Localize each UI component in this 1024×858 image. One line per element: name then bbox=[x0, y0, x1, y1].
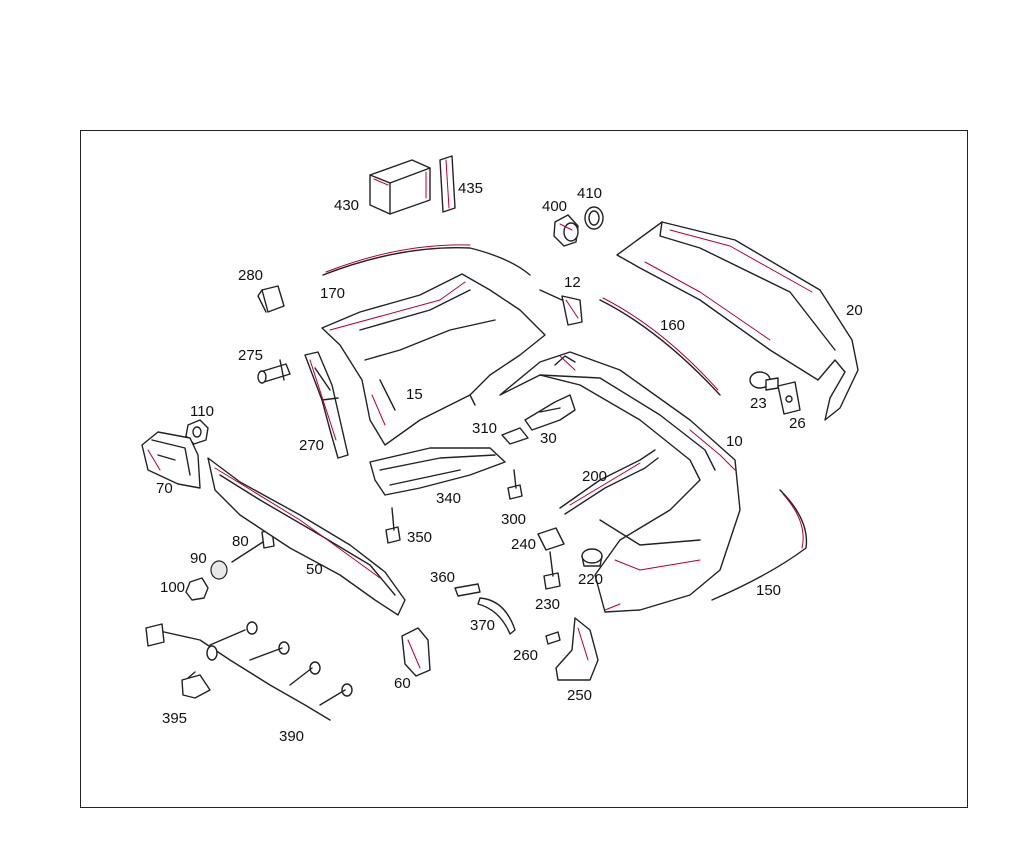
part-label-100: 100 bbox=[160, 579, 186, 596]
part-310-clip bbox=[501, 427, 529, 445]
part-label-400: 400 bbox=[542, 198, 568, 215]
part-label-350: 350 bbox=[407, 529, 433, 546]
part-label-310: 310 bbox=[472, 420, 498, 437]
part-70-mount-bracket bbox=[141, 431, 201, 489]
part-label-23: 23 bbox=[750, 395, 767, 412]
part-label-410: 410 bbox=[577, 185, 603, 202]
part-label-30: 30 bbox=[540, 430, 557, 447]
part-label-150: 150 bbox=[756, 582, 782, 599]
part-label-360: 360 bbox=[430, 569, 456, 586]
part-400-sensor bbox=[553, 214, 579, 247]
part-label-435: 435 bbox=[458, 180, 484, 197]
part-label-395: 395 bbox=[162, 710, 188, 727]
part-260-pin bbox=[545, 631, 561, 645]
part-250-flap bbox=[555, 617, 599, 681]
part-300-screw bbox=[507, 469, 523, 500]
part-340-tray bbox=[369, 447, 506, 496]
part-360-pad bbox=[454, 583, 481, 597]
part-395-connector bbox=[181, 671, 211, 699]
part-10-bumper-cover bbox=[499, 351, 741, 613]
part-label-280: 280 bbox=[238, 267, 264, 284]
part-label-12: 12 bbox=[564, 274, 581, 291]
part-230-screw bbox=[543, 551, 561, 590]
part-label-50: 50 bbox=[306, 561, 323, 578]
part-label-370: 370 bbox=[470, 617, 496, 634]
part-23-nut bbox=[749, 371, 779, 391]
part-label-110: 110 bbox=[190, 403, 214, 420]
part-label-230: 230 bbox=[535, 596, 561, 613]
part-label-160: 160 bbox=[660, 317, 686, 334]
part-270-bracket bbox=[304, 351, 349, 459]
part-280-clip bbox=[257, 285, 285, 313]
diagram-frame bbox=[80, 130, 968, 808]
part-410-ring bbox=[584, 206, 604, 230]
part-label-275: 275 bbox=[238, 347, 264, 364]
part-label-10: 10 bbox=[726, 433, 743, 450]
part-26-clip bbox=[777, 381, 801, 415]
part-label-260: 260 bbox=[513, 647, 539, 664]
part-label-220: 220 bbox=[578, 571, 604, 588]
part-20-diffuser bbox=[616, 221, 859, 421]
part-150-strip bbox=[711, 489, 808, 601]
part-label-270: 270 bbox=[299, 437, 325, 454]
part-label-80: 80 bbox=[232, 533, 249, 550]
part-label-15: 15 bbox=[406, 386, 423, 403]
part-label-430: 430 bbox=[334, 197, 360, 214]
part-110-nut bbox=[185, 419, 209, 445]
part-label-170: 170 bbox=[320, 285, 346, 302]
part-90-washer bbox=[210, 560, 228, 580]
part-200-strip bbox=[559, 449, 659, 515]
part-label-250: 250 bbox=[567, 687, 593, 704]
part-100-nut bbox=[185, 577, 209, 601]
part-label-70: 70 bbox=[156, 480, 173, 497]
part-15-inner-frame bbox=[321, 273, 546, 446]
part-170-trim-strip bbox=[322, 244, 531, 276]
part-label-240: 240 bbox=[511, 536, 537, 553]
part-220-nut bbox=[581, 548, 603, 567]
part-390-wiring-harness bbox=[145, 621, 353, 721]
part-435-strip bbox=[439, 155, 456, 213]
part-label-90: 90 bbox=[190, 550, 207, 567]
part-60-bracket bbox=[401, 627, 431, 677]
part-label-340: 340 bbox=[436, 490, 462, 507]
part-label-26: 26 bbox=[789, 415, 806, 432]
part-350-screw bbox=[385, 507, 401, 544]
part-160-strip bbox=[599, 297, 721, 396]
part-50-reinforcement bbox=[207, 457, 406, 616]
part-240-clip bbox=[537, 527, 565, 551]
part-label-60: 60 bbox=[394, 675, 411, 692]
part-label-300: 300 bbox=[501, 511, 527, 528]
part-370-strip bbox=[477, 597, 516, 635]
part-label-200: 200 bbox=[582, 468, 608, 485]
part-275-pin bbox=[257, 359, 291, 384]
part-430-control-unit bbox=[369, 159, 431, 215]
part-label-390: 390 bbox=[279, 728, 305, 745]
part-label-20: 20 bbox=[846, 302, 863, 319]
part-30-bracket bbox=[524, 394, 576, 431]
part-12-bracket bbox=[539, 289, 583, 326]
